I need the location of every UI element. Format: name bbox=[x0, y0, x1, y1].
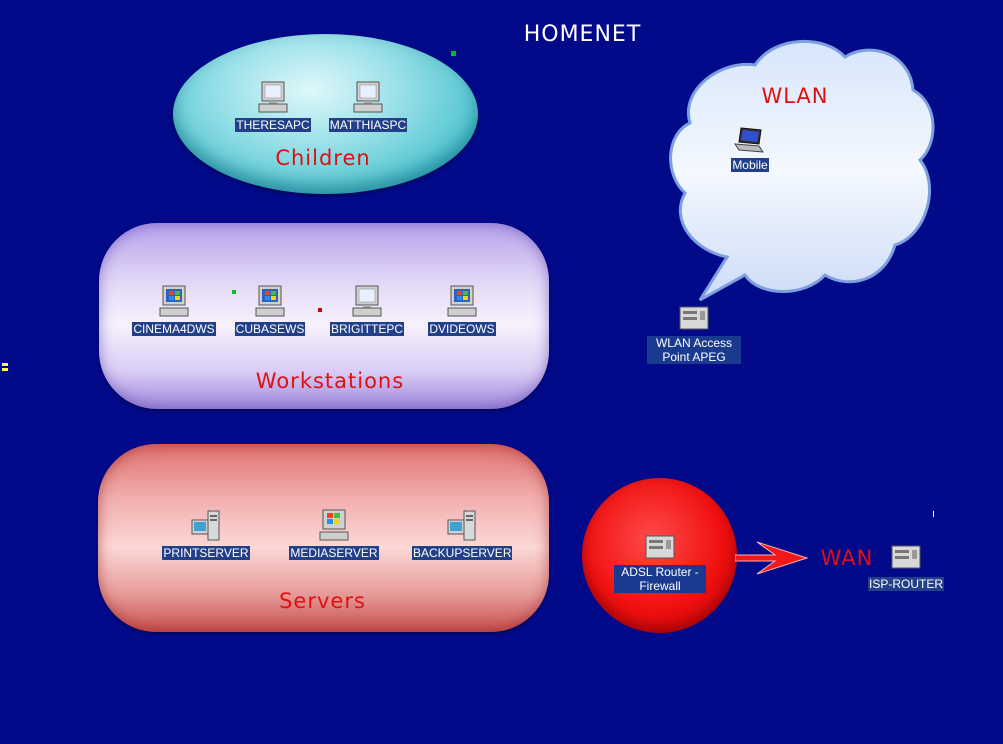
media-server-icon bbox=[319, 509, 349, 541]
status-marker bbox=[933, 511, 934, 517]
workstation-windows-icon bbox=[255, 285, 285, 317]
desktop-computer-icon bbox=[258, 81, 288, 113]
arrow-icon bbox=[735, 541, 809, 575]
node-label: THERESAPC bbox=[235, 118, 311, 132]
workstation-windows-icon bbox=[159, 285, 189, 317]
node-wlan-access-point[interactable]: WLAN Access Point APEG bbox=[644, 304, 744, 366]
node-label: MATTHIASPC bbox=[328, 118, 408, 132]
status-marker bbox=[318, 308, 322, 312]
node-mobile[interactable]: Mobile bbox=[700, 126, 800, 174]
zone-workstations-label: Workstations bbox=[255, 369, 405, 393]
node-label: PRINTSERVER bbox=[162, 546, 250, 560]
status-marker bbox=[2, 368, 8, 371]
node-label: BRIGITTEPC bbox=[329, 322, 404, 336]
node-label: Mobile bbox=[731, 158, 769, 172]
node-label: ISP-ROUTER bbox=[867, 577, 944, 591]
node-label: DVIDEOWS bbox=[428, 322, 496, 336]
node-cubasews[interactable]: CUBASEWS bbox=[220, 284, 320, 338]
status-marker bbox=[2, 363, 8, 366]
node-mediaserver[interactable]: MEDIASERVER bbox=[284, 508, 384, 562]
status-marker bbox=[232, 290, 236, 294]
node-theresapc[interactable]: THERESAPC bbox=[223, 80, 323, 134]
zone-wlan-cloud bbox=[669, 39, 935, 302]
diagram-title: HOMENET bbox=[523, 22, 642, 47]
node-cinema4dws[interactable]: CINEMA4DWS bbox=[124, 284, 224, 338]
node-label: MEDIASERVER bbox=[289, 546, 379, 560]
node-label: WLAN Access Point APEG bbox=[647, 336, 741, 364]
node-backupserver[interactable]: BACKUPSERVER bbox=[412, 508, 513, 562]
node-brigittepc[interactable]: BRIGITTEPC bbox=[317, 284, 417, 338]
access-point-icon bbox=[679, 306, 709, 330]
workstation-windows-icon bbox=[447, 285, 477, 317]
node-label: BACKUPSERVER bbox=[412, 546, 513, 560]
laptop-icon bbox=[734, 127, 764, 153]
status-marker bbox=[451, 51, 456, 56]
server-tower-icon bbox=[191, 510, 220, 541]
zone-children-label: Children bbox=[275, 146, 371, 170]
node-adsl-router[interactable]: ADSL Router - Firewall bbox=[610, 533, 710, 595]
node-isp-router[interactable]: ISP-ROUTER bbox=[856, 543, 956, 593]
node-label: CINEMA4DWS bbox=[132, 322, 216, 336]
router-icon bbox=[891, 545, 921, 569]
router-icon bbox=[645, 535, 675, 559]
node-label: CUBASEWS bbox=[234, 322, 306, 336]
zone-servers-label: Servers bbox=[279, 589, 366, 613]
node-matthiaspc[interactable]: MATTHIASPC bbox=[318, 80, 418, 134]
server-tower-icon bbox=[447, 510, 476, 541]
desktop-computer-icon bbox=[352, 285, 382, 317]
node-printserver[interactable]: PRINTSERVER bbox=[156, 508, 256, 562]
zone-wan-label: WAN bbox=[820, 546, 874, 570]
zone-children bbox=[173, 34, 478, 194]
zone-wlan-label: WLAN bbox=[761, 84, 829, 108]
node-dvideows[interactable]: DVIDEOWS bbox=[412, 284, 512, 338]
node-label: ADSL Router - Firewall bbox=[614, 565, 706, 593]
desktop-computer-icon bbox=[353, 81, 383, 113]
